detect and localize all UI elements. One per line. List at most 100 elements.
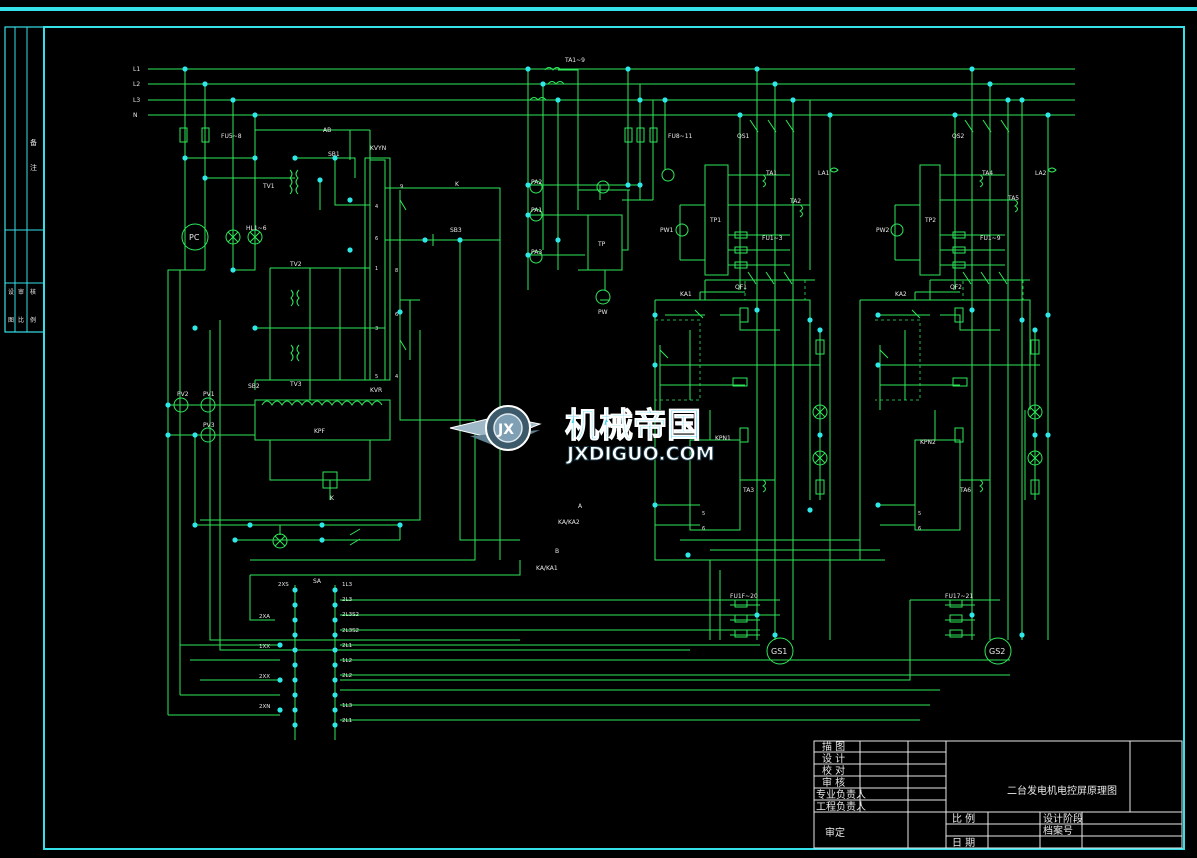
sa-right-labels: 1L3 2L3 2L3S2 2L3S2 2L1 1L2 2L2 1L3 2L1	[342, 582, 359, 724]
side-label: 注	[30, 163, 37, 172]
svg-text:6: 6	[375, 236, 378, 242]
label-sb1: SB1	[328, 151, 340, 158]
tb-row-project-lead: 工程负责人	[816, 800, 866, 813]
label-fu-low1: FU1F~20	[730, 593, 758, 600]
sa-right-label: 2L1	[342, 643, 352, 649]
label-kvyn: KVYN	[370, 145, 386, 152]
tb-approve: 审定	[825, 826, 845, 839]
label-ta: TA1~9	[564, 57, 585, 64]
svg-text:4: 4	[375, 204, 378, 210]
bus-label-n: N	[133, 112, 138, 119]
label-qs1: QS1	[737, 133, 750, 140]
label-ab: AB	[323, 127, 331, 134]
tb-archive: 档案号	[1043, 824, 1073, 837]
sa-right-label: 2L1	[342, 718, 352, 724]
side-label: 核	[30, 288, 36, 296]
junction-nodes	[165, 66, 1051, 728]
label-hl: HL1~6	[246, 225, 267, 232]
label-qf1: QF1	[735, 284, 747, 291]
watermark: JX 机械帝国 JXDIGUO.COM	[449, 405, 715, 466]
label-tv3: TV3	[289, 381, 302, 388]
watermark-en: JXDIGUO.COM	[565, 443, 715, 465]
tb-drawing-title: 二台发电机电控屏原理图	[1007, 784, 1117, 797]
bus-labels: L1 L2 L3 N	[133, 66, 140, 119]
label-fu-mid: FU5~8	[221, 133, 242, 140]
label-sb3: SB3	[450, 227, 462, 234]
label-pw: PW	[598, 309, 608, 316]
wiring	[167, 69, 1049, 740]
sa-left-label: 2XX	[259, 674, 270, 680]
svg-text:1: 1	[375, 266, 378, 272]
sa-right-label: 1L3	[342, 582, 353, 588]
label-gs1: GS1	[771, 647, 787, 656]
label-ka1: KA1	[680, 291, 692, 298]
sa-right-label: 1L2	[342, 658, 352, 664]
tb-row-review: 审 核	[822, 776, 845, 789]
label-kvr: KVR	[370, 387, 382, 394]
symbols	[173, 67, 1057, 665]
svg-text:5: 5	[918, 511, 921, 517]
svg-text:6: 6	[395, 312, 398, 318]
label-pv1: PV1	[203, 391, 215, 398]
label-fu-top: FU8~11	[668, 133, 693, 140]
dashed-outlines	[655, 279, 1024, 401]
tb-row-draw: 描 图	[822, 740, 845, 753]
label-kaka2: KA/KA2	[558, 519, 580, 526]
label-tp: TP	[597, 241, 606, 248]
label-k: K	[330, 495, 335, 502]
label-qf2: QF2	[950, 284, 962, 291]
side-label: 比	[18, 316, 24, 324]
label-ta3: TA3	[742, 487, 754, 494]
sa-right-label: 2L3S2	[342, 628, 359, 634]
sa-left-labels: 2XS 2XA 1XX 2XX 2XN	[259, 582, 289, 710]
label-la2: LA2	[1035, 170, 1047, 177]
pin-numbers: 9 4 6 1 8 3 6 5 4 5 6 5 6	[375, 184, 921, 532]
label-pa2: PA2	[531, 179, 542, 186]
side-label: 图	[8, 317, 14, 324]
label-ta5: TA5	[1007, 195, 1019, 202]
sa-right-label: 1L3	[342, 703, 353, 709]
label-la1: LA1	[818, 170, 830, 177]
sa-left-label: 1XX	[259, 644, 270, 650]
sa-right-label: 2L3	[342, 597, 353, 603]
svg-text:8: 8	[395, 268, 398, 274]
label-ta2: TA2	[789, 198, 801, 205]
svg-text:5: 5	[375, 374, 378, 380]
svg-text:3: 3	[375, 326, 378, 332]
label-ta4: TA4	[981, 170, 993, 177]
label-kpn2: KPN2	[920, 439, 936, 446]
label-sa: SA	[313, 578, 322, 585]
svg-text:6: 6	[702, 526, 705, 532]
label-tp2: TP2	[924, 217, 936, 224]
label-fu-low2: FU17~21	[945, 593, 973, 600]
watermark-logo-text: JX	[497, 422, 514, 438]
bus-bars	[148, 68, 1075, 116]
label-pv3: PV3	[203, 422, 215, 429]
tb-row-design: 设 计	[822, 752, 845, 765]
side-label: 备	[30, 138, 37, 147]
label-pc: PC	[189, 233, 200, 242]
label-tp1: TP1	[709, 217, 721, 224]
svg-text:9: 9	[400, 184, 403, 190]
side-label: 设	[8, 288, 14, 296]
watermark-logo: JX	[449, 405, 542, 451]
tb-stage: 设计阶段	[1043, 812, 1083, 825]
label-ta6: TA6	[959, 487, 971, 494]
label-tv1: TV1	[262, 183, 275, 190]
side-label: 审	[18, 288, 24, 296]
label-pa3: PA3	[531, 249, 542, 256]
sa-left-label: 2XS	[278, 582, 289, 588]
label-pv2: PV2	[177, 391, 189, 398]
svg-text:5: 5	[702, 511, 705, 517]
sa-right-label: 2L3S2	[342, 612, 359, 618]
label-k-top: K	[455, 181, 460, 188]
sa-left-label: 2XA	[259, 614, 270, 620]
label-kpn1: KPN1	[715, 435, 731, 442]
svg-text:6: 6	[918, 526, 921, 532]
sa-right-label: 2L2	[342, 673, 352, 679]
side-strip-labels: 备 注 设 审 核 图 比 例	[8, 138, 37, 324]
label-pw1: PW1	[660, 227, 674, 234]
label-pw2: PW2	[876, 227, 890, 234]
watermark-cn: 机械帝国	[565, 406, 701, 446]
